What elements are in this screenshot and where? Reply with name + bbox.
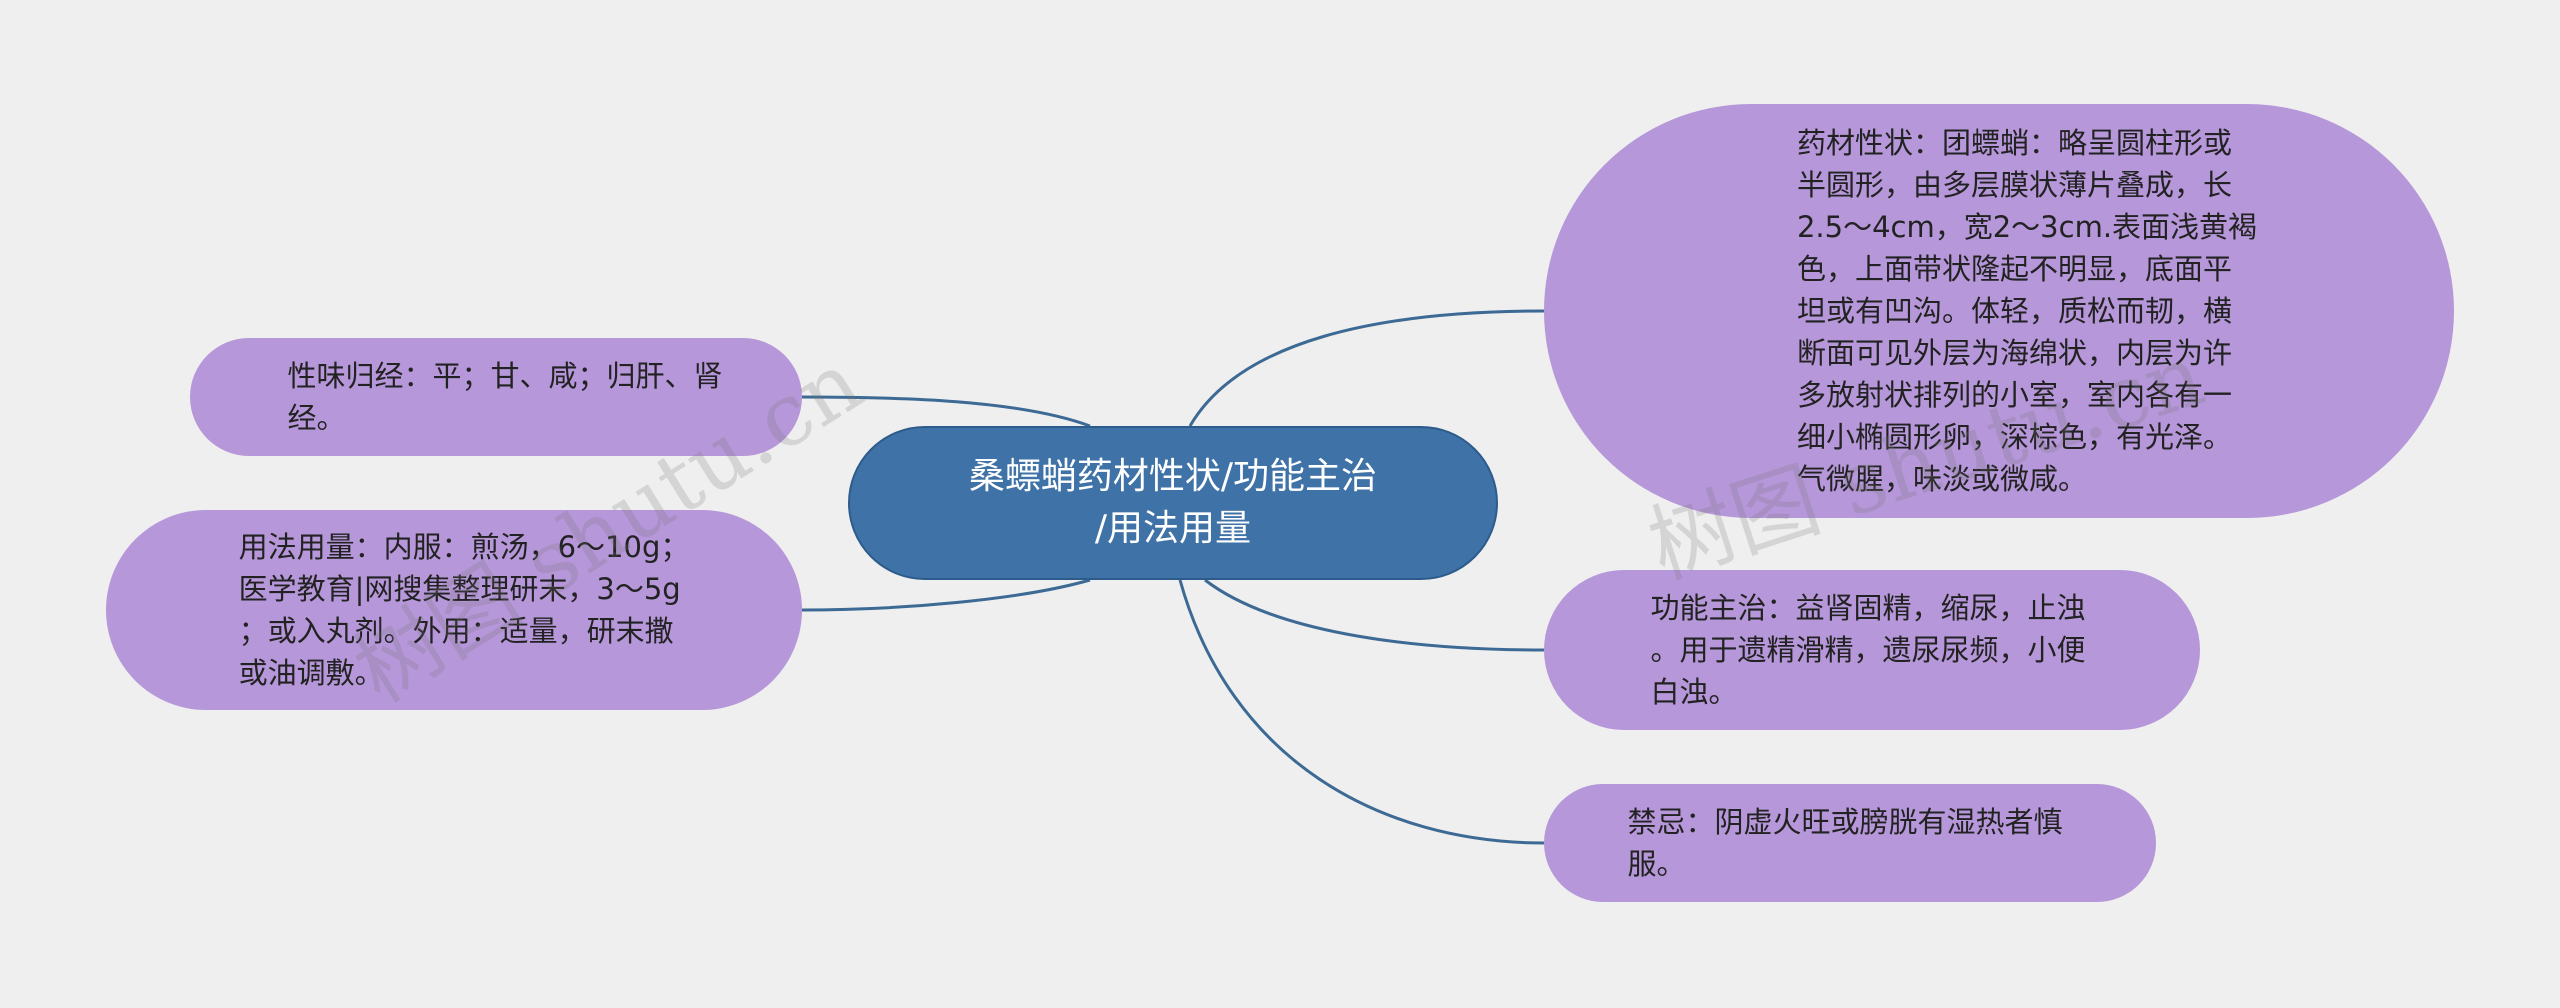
connector-to-yaocai xyxy=(1188,309,1545,427)
connector-to-xingwei xyxy=(801,395,1091,428)
central-topic-label: 桑螵蛸药材性状/功能主治 /用法用量 xyxy=(968,456,1378,549)
topic-yaocai-xingzhuang[interactable]: 药材性状：团螵蛸：略呈圆柱形或 半圆形，由多层膜状薄片叠成，长 2.5～4cm，… xyxy=(1544,104,2454,518)
topic-jinji[interactable]: 禁忌：阴虚火旺或膀胱有湿热者慎 服。 xyxy=(1544,784,2156,902)
topic-yongfa-yongliang[interactable]: 用法用量：内服：煎汤，6～10g； 医学教育|网搜集整理研末，3～5g ；或入丸… xyxy=(106,510,802,710)
topic-yongfa-yongliang-label: 用法用量：内服：煎汤，6～10g； 医学教育|网搜集整理研末，3～5g ；或入丸… xyxy=(238,530,690,690)
topic-xingwei-guijing[interactable]: 性味归经：平；甘、咸；归肝、肾 经。 xyxy=(190,338,802,456)
connector-to-jinji xyxy=(1178,579,1545,845)
central-topic[interactable]: 桑螵蛸药材性状/功能主治 /用法用量 xyxy=(848,426,1498,580)
topic-jinji-label: 禁忌：阴虚火旺或膀胱有湿热者慎 服。 xyxy=(1627,805,2063,881)
topic-gongneng-zhuzhi[interactable]: 功能主治：益肾固精，缩尿，止浊 。用于遗精滑精，遗尿尿频，小便 白浊。 xyxy=(1544,570,2200,730)
connector-to-gongneng xyxy=(1204,578,1545,652)
connector-to-yongfa xyxy=(801,578,1091,612)
topic-xingwei-guijing-label: 性味归经：平；甘、咸；归肝、肾 经。 xyxy=(287,359,723,435)
topic-yaocai-xingzhuang-label: 药材性状：团螵蛸：略呈圆柱形或 半圆形，由多层膜状薄片叠成，长 2.5～4cm，… xyxy=(1796,126,2258,496)
topic-gongneng-zhuzhi-label: 功能主治：益肾固精，缩尿，止浊 。用于遗精滑精，遗尿尿频，小便 白浊。 xyxy=(1650,591,2086,709)
